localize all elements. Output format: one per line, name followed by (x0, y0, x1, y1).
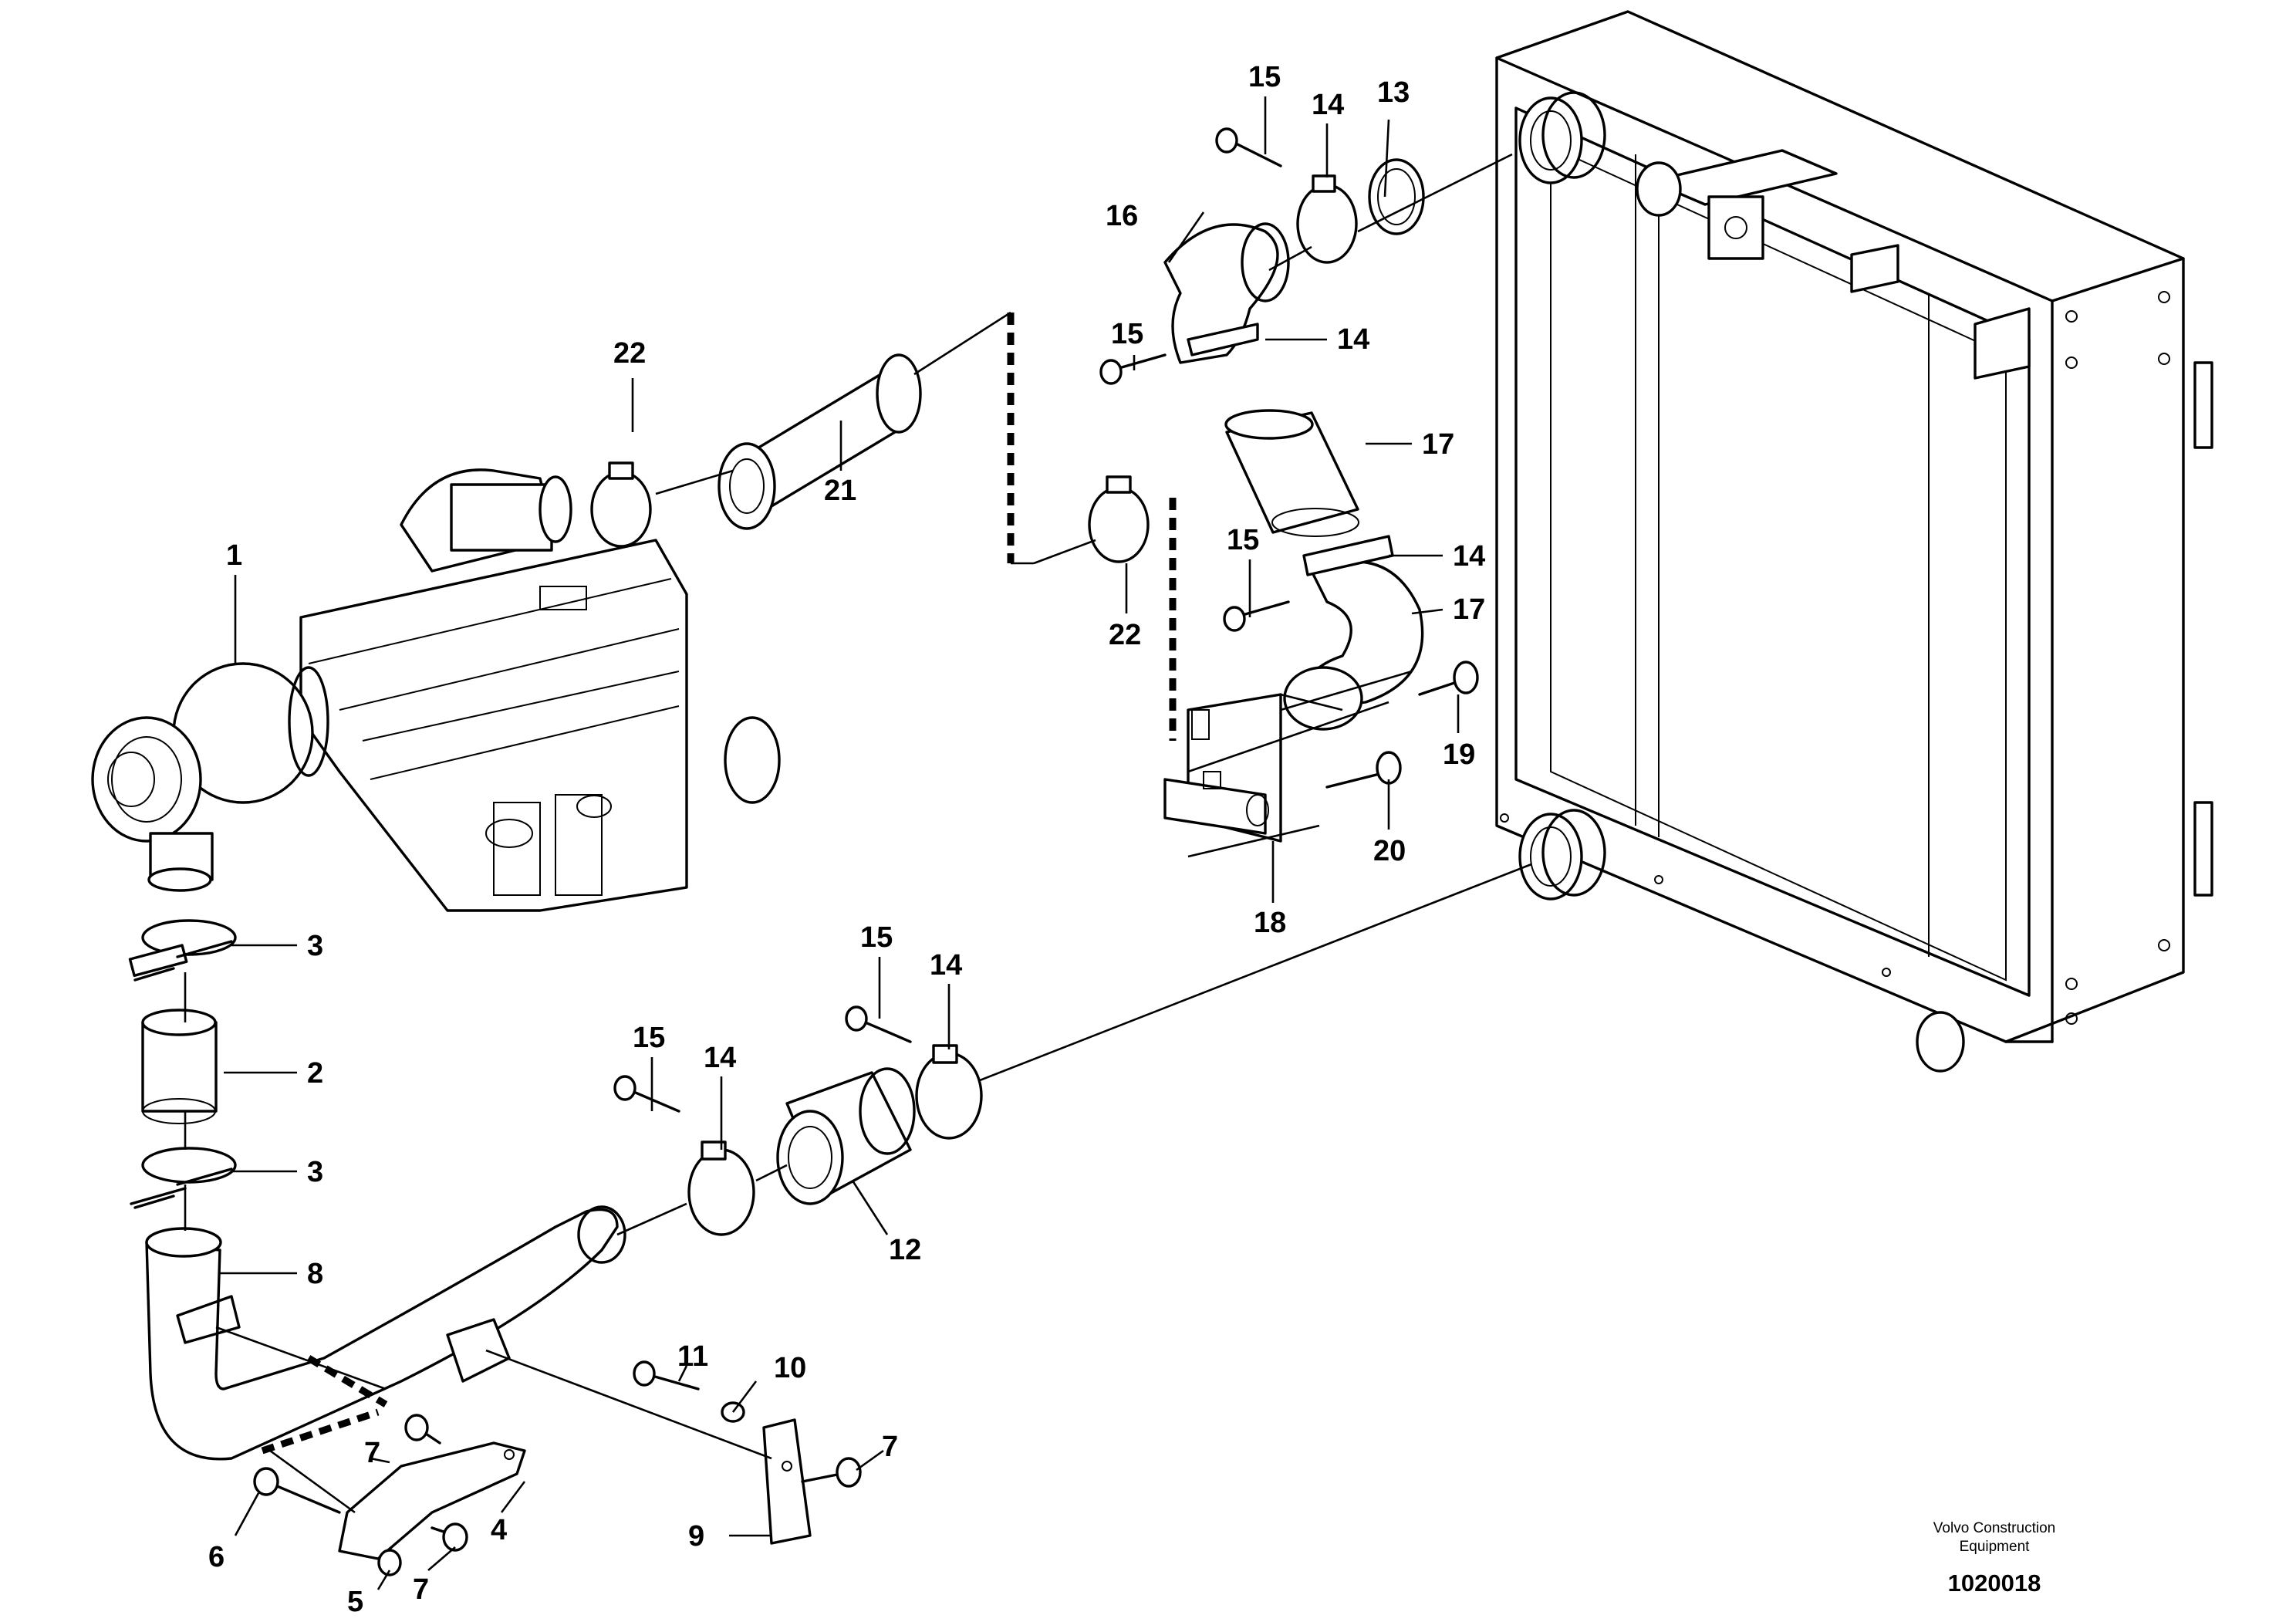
callout-15-bottom-b: 15 (860, 921, 893, 954)
callout-22-right: 22 (1109, 619, 1141, 651)
nut-5 (377, 1549, 402, 1576)
charge-air-cooler (1495, 10, 2213, 1073)
assembly-lines (184, 153, 1532, 1514)
callout-14-top: 14 (1312, 89, 1344, 121)
clamp-lower (130, 1147, 237, 1205)
bolt-7-right (801, 1457, 862, 1488)
clamp-band-upper (1187, 323, 1259, 357)
bolt-7-bottom (430, 1522, 468, 1552)
upper-pipe (718, 353, 922, 530)
clamp-bolt-upper (133, 967, 175, 982)
clamp-upper (128, 919, 237, 978)
callout-11: 11 (677, 1340, 708, 1373)
drawing-number: 1020018 (1948, 1570, 2041, 1597)
callout-14-bottom-b: 14 (930, 949, 962, 982)
callout-20: 20 (1373, 835, 1406, 867)
callout-15-lower: 15 (1227, 524, 1259, 556)
dashed-break-lines (261, 313, 1177, 1455)
charge-air-pipe (145, 1205, 626, 1461)
callout-5: 5 (347, 1586, 363, 1618)
callout-8: 8 (307, 1258, 323, 1290)
bolt-19 (1418, 661, 1479, 696)
callout-15-mid: 15 (1111, 318, 1143, 350)
clamp-upper-pipe (590, 461, 652, 548)
bolt-15-top (1215, 127, 1282, 167)
callout-3-lower: 3 (307, 1156, 323, 1188)
callout-leaders (220, 96, 1460, 1590)
clamp-lower-hose-left (687, 1140, 755, 1236)
clamp-lower-hose-right (915, 1044, 983, 1140)
turbocharger (91, 662, 329, 892)
callout-19: 19 (1443, 738, 1475, 771)
callout-17-upper: 17 (1422, 428, 1454, 461)
callout-14-mid: 14 (1337, 323, 1369, 356)
callout-14-bottom-a: 14 (704, 1042, 736, 1074)
callout-16: 16 (1106, 200, 1138, 232)
callout-4: 4 (491, 1514, 507, 1546)
callout-15-bottom-a: 15 (633, 1022, 665, 1054)
callouts: 1 2 3 3 4 5 6 7 7 7 8 9 10 11 12 13 14 1… (208, 61, 1485, 1618)
callout-15-top: 15 (1248, 61, 1281, 93)
callout-18: 18 (1254, 907, 1286, 939)
callout-3-upper: 3 (307, 930, 323, 962)
callout-22-left: 22 (613, 337, 646, 370)
clamp-top-right (1296, 174, 1358, 264)
bracket-4 (338, 1441, 526, 1560)
clamp-bolt-lower (133, 1195, 175, 1209)
callout-21: 21 (824, 475, 856, 507)
bolt-11 (633, 1360, 700, 1391)
callout-7-right: 7 (882, 1431, 898, 1463)
seal-ring (1368, 158, 1425, 235)
bolt-15-bottom-b (845, 1005, 912, 1043)
bolt-6 (253, 1467, 341, 1514)
clamp-dashed-right (1088, 475, 1150, 563)
publisher-credit-line2: Equipment (1960, 1539, 2031, 1555)
engine-block (299, 468, 781, 912)
callout-1: 1 (226, 539, 242, 572)
lower-hose (776, 1067, 916, 1205)
callout-12: 12 (889, 1234, 921, 1266)
hose-connector (141, 1009, 218, 1124)
bolt-15-lower (1223, 600, 1290, 632)
callout-9: 9 (688, 1520, 704, 1553)
footer: Volvo Construction Equipment 1020018 (1933, 1520, 2055, 1597)
hose-sleeve (1224, 409, 1359, 537)
callout-7-top: 7 (364, 1437, 380, 1469)
bolt-7-top (404, 1414, 441, 1445)
bolt-15-mid (1099, 353, 1167, 385)
callout-10: 10 (774, 1352, 806, 1384)
mounting-plate-9 (762, 1418, 812, 1545)
callout-17-lower: 17 (1453, 593, 1485, 626)
callout-14-lower: 14 (1453, 540, 1485, 573)
elbow-upper (1163, 222, 1290, 364)
callout-13: 13 (1377, 76, 1410, 109)
elbow-lower (1283, 560, 1424, 731)
callout-7-bottom: 7 (413, 1573, 429, 1606)
bolt-15-bottom-a (613, 1075, 680, 1113)
publisher-credit-line1: Volvo Construction (1933, 1520, 2055, 1536)
callout-2: 2 (307, 1057, 323, 1090)
callout-6: 6 (208, 1541, 225, 1573)
support-bracket (1163, 693, 1282, 843)
